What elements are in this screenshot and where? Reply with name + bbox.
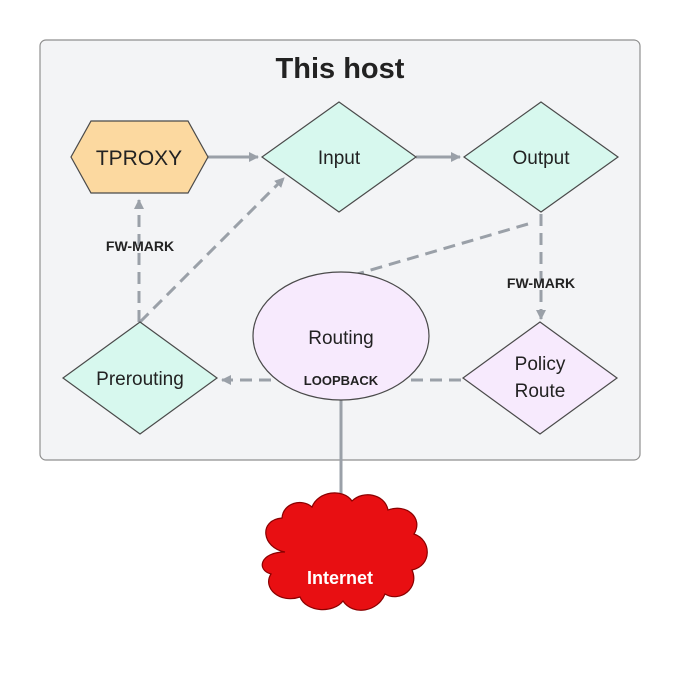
edge-prerouting-input xyxy=(138,176,286,324)
fw-mark-left-label: FW-MARK xyxy=(106,238,174,254)
loopback-label: LOOPBACK xyxy=(304,373,379,388)
tproxy-label: TPROXY xyxy=(96,147,182,170)
routing-label: Routing xyxy=(308,328,374,349)
policy-route-node xyxy=(461,321,619,435)
tproxy-node xyxy=(70,120,209,194)
host-title: This host xyxy=(276,53,405,85)
internet-cloud xyxy=(261,492,428,611)
output-label: Output xyxy=(512,148,570,169)
output-node xyxy=(462,101,620,213)
policy-route-label-line2: Route xyxy=(515,381,566,402)
policy-route-label-line1: Policy xyxy=(515,354,566,375)
prerouting-label: Prerouting xyxy=(96,369,184,390)
input-node xyxy=(260,101,418,213)
fw-mark-right-label: FW-MARK xyxy=(507,275,575,291)
prerouting-node xyxy=(61,321,219,435)
edge-output-routing xyxy=(339,222,529,282)
internet-label: Internet xyxy=(307,568,373,588)
routing-node xyxy=(252,271,430,401)
input-label: Input xyxy=(318,148,361,169)
